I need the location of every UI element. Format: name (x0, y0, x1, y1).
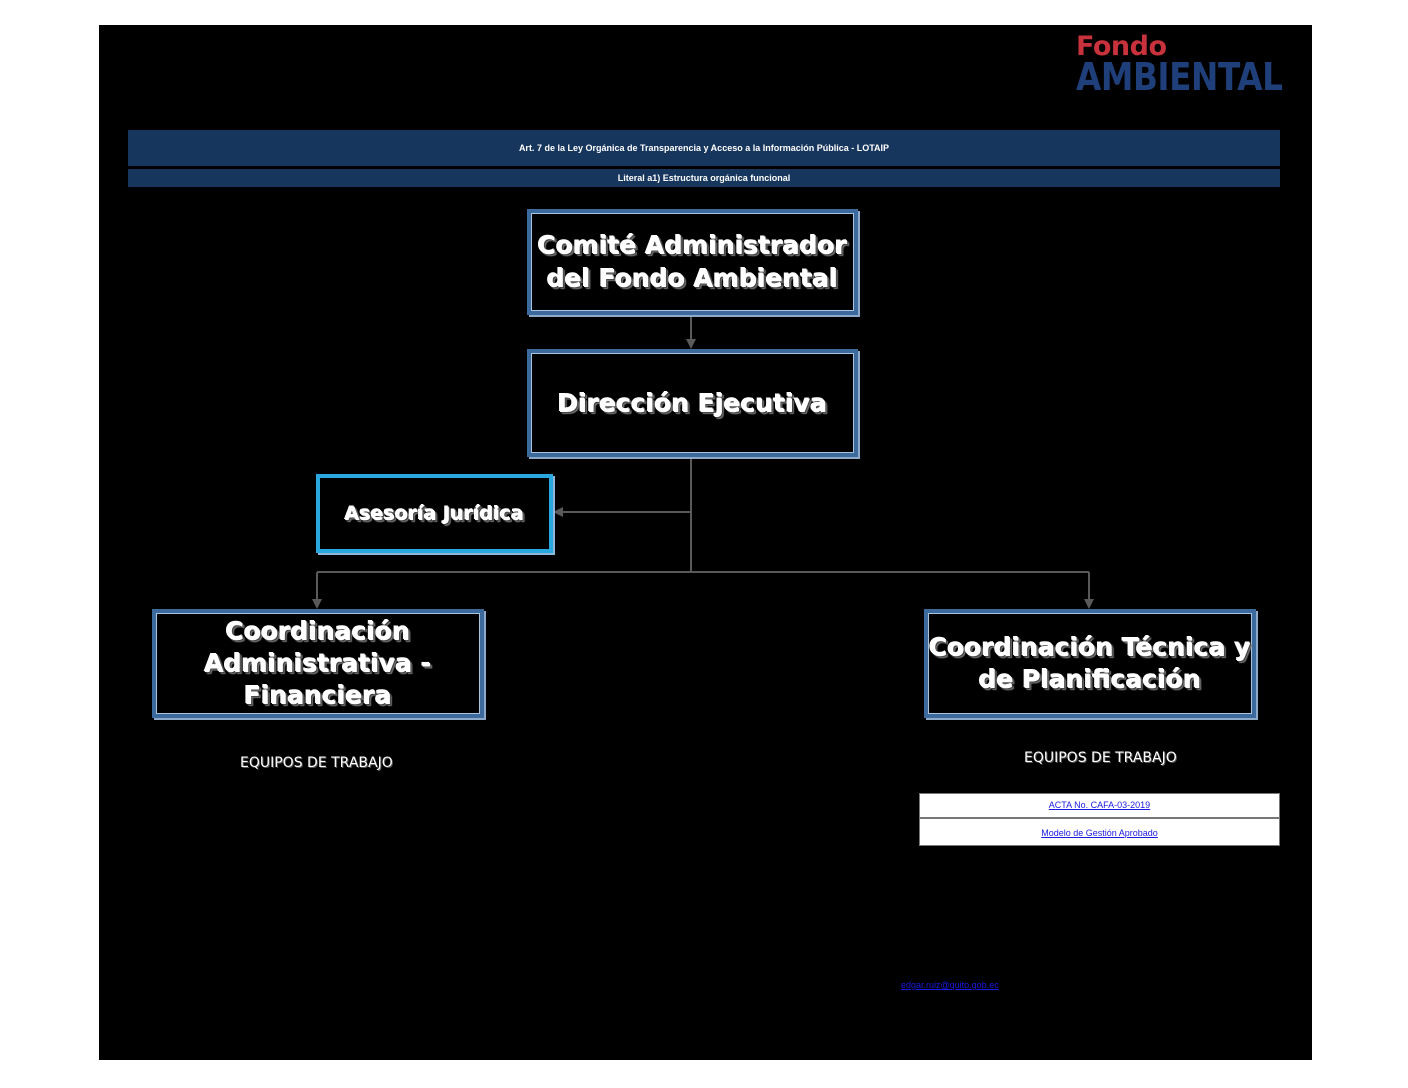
coord-admin-label: Coordinación Administrativa - Financiera (204, 616, 432, 710)
modelo-link-cell: Modelo de Gestión Aprobado (919, 818, 1280, 846)
coord-tecnica-label: Coordinación Técnica y de Planificación (929, 632, 1251, 694)
direccion-ejecutiva-box: Dirección Ejecutiva (527, 349, 858, 457)
acta-link-cell: ACTA No. CAFA-03-2019 (919, 793, 1280, 818)
literal-subtitle-banner: Literal a1) Estructura orgánica funciona… (128, 169, 1280, 187)
acta-link[interactable]: ACTA No. CAFA-03-2019 (1048, 800, 1151, 810)
email-link[interactable]: edgar.ruiz@quito.gob.ec (901, 980, 999, 990)
fondo-ambiental-logo: Fondo AMBIENTAL (1076, 33, 1316, 96)
asesoria-juridica-box: Asesoría Jurídica (316, 474, 553, 553)
modelo-gestion-link[interactable]: Modelo de Gestión Aprobado (1041, 828, 1158, 838)
comite-administrador-box: Comité Administrador del Fondo Ambiental (527, 209, 858, 315)
direccion-label: Dirección Ejecutiva (557, 388, 828, 418)
coordinacion-administrativa-box: Coordinación Administrativa - Financiera (152, 609, 484, 718)
equipos-trabajo-admin-label: EQUIPOS DE TRABAJO (240, 755, 393, 771)
coordinacion-tecnica-box: Coordinación Técnica y de Planificación (924, 609, 1256, 718)
comite-label: Comité Administrador del Fondo Ambiental (537, 231, 848, 293)
equipos-trabajo-tecnica-label: EQUIPOS DE TRABAJO (1024, 750, 1177, 766)
logo-line-ambiental: AMBIENTAL (1076, 55, 1283, 99)
lotaip-title-banner: Art. 7 de la Ley Orgánica de Transparenc… (128, 130, 1280, 166)
asesoria-label: Asesoría Jurídica (344, 502, 525, 525)
document-page (99, 25, 1312, 1060)
logo-line-fondo: Fondo (1076, 31, 1167, 62)
